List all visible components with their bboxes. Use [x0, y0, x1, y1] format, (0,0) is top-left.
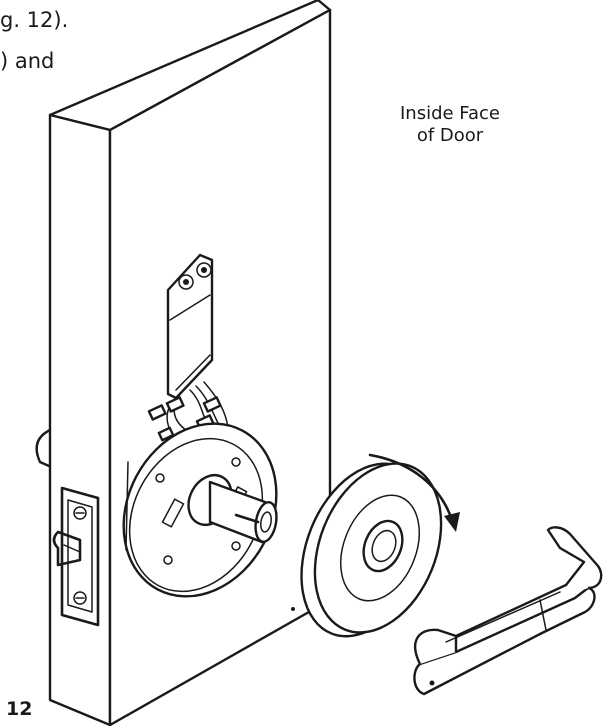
rotation-arrow	[368, 453, 460, 532]
mounting-bracket	[166, 253, 214, 400]
latch-faceplate	[52, 486, 100, 627]
inside-lever-handle	[413, 526, 603, 696]
instruction-text-line-2: ) and	[0, 49, 55, 73]
instruction-text-line-1: g. 12).	[0, 8, 69, 32]
inside-face-label-line-1: Inside Face	[399, 103, 501, 124]
figure-number: 12	[6, 698, 33, 720]
door-inside-face	[108, 8, 332, 726]
lever-spindle	[208, 480, 278, 544]
inside-face-label-line-2: of Door	[416, 125, 484, 146]
door-edge-face	[48, 113, 112, 726]
inside-rose	[291, 462, 443, 638]
inside-face-label: Inside Face of Door	[385, 103, 515, 147]
